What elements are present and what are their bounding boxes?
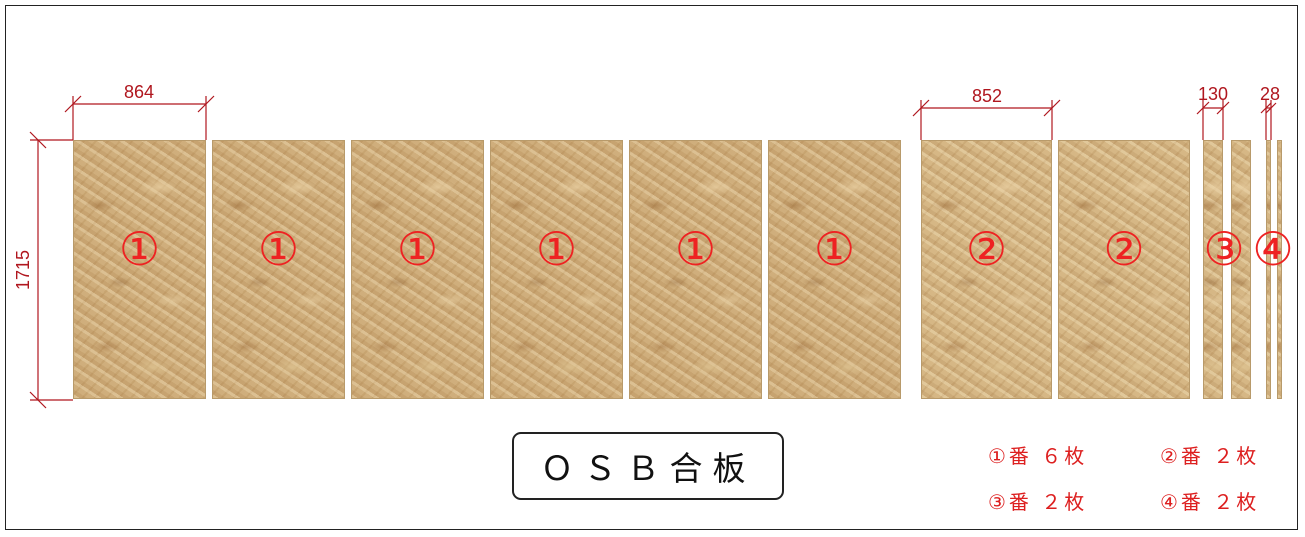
count-label-2: ②番 ２枚 (1160, 444, 1260, 468)
panel-mark: ① (396, 222, 439, 276)
drawing-frame (5, 5, 1298, 530)
title-box: ＯＳＢ合板 (512, 432, 784, 500)
osb-panel-2 (1058, 140, 1190, 399)
osb-panel-1 (768, 140, 901, 399)
panel-mark: ④ (1252, 222, 1294, 276)
page-title: ＯＳＢ合板 (540, 449, 756, 488)
panel-mark: ① (118, 222, 161, 276)
osb-panel-1 (212, 140, 345, 399)
osb-panel-4 (1277, 140, 1282, 399)
panel-mark: ③ (1203, 222, 1245, 276)
panel-mark: ② (1103, 222, 1145, 276)
osb-panel-3 (1231, 140, 1251, 399)
panel-mark: ① (674, 222, 717, 276)
count-label-1: ①番 ６枚 (988, 444, 1088, 468)
count-label-4: ④番 ２枚 (1160, 490, 1260, 514)
osb-panel-1 (629, 140, 762, 399)
width-label-panel-4: 28 (1260, 84, 1280, 104)
osb-panel-1 (351, 140, 484, 399)
panel-mark: ① (813, 222, 856, 276)
count-label-3: ③番 ２枚 (988, 490, 1088, 514)
panel-mark: ② (965, 222, 1008, 276)
osb-panel-1 (490, 140, 623, 399)
width-label-panel-2: 852 (972, 86, 1002, 106)
osb-panel-3 (1203, 140, 1223, 399)
width-label-panel-3: 130 (1198, 84, 1228, 104)
osb-panel-4 (1266, 140, 1271, 399)
osb-panel-1 (73, 140, 206, 399)
panel-mark: ① (257, 222, 300, 276)
width-label-panel-1: 864 (124, 82, 154, 102)
osb-panel-2 (921, 140, 1052, 399)
panel-mark: ① (535, 222, 578, 276)
height-label: 1715 (13, 250, 33, 290)
